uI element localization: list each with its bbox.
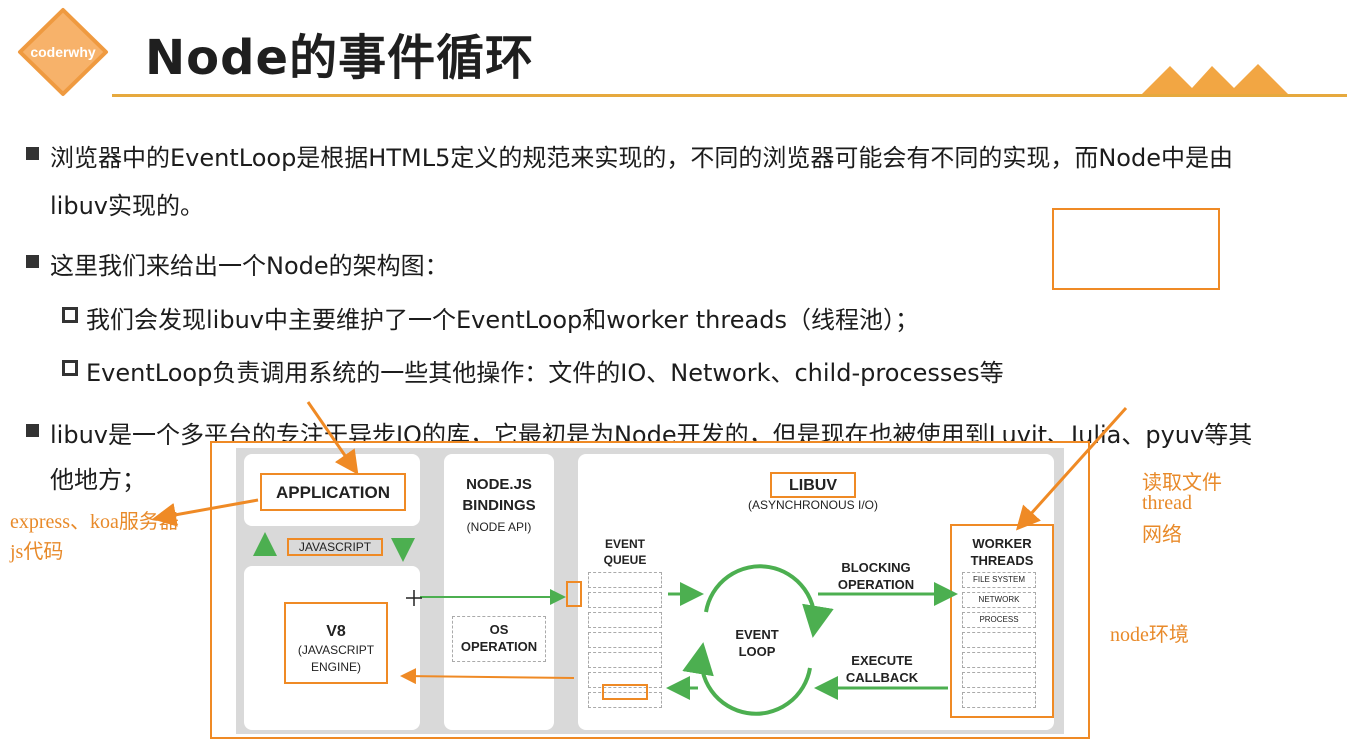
bindings-panel [444, 454, 554, 730]
worker-label-2: THREADS [970, 553, 1034, 568]
worker-slot [962, 652, 1036, 668]
annotation-empty-box [1052, 208, 1220, 290]
queue-exit-highlight [602, 684, 648, 700]
worker-slot [962, 632, 1036, 648]
os-operation-box [452, 616, 546, 662]
bullet-marker [26, 424, 39, 437]
annotation-network: 网络 [1142, 524, 1182, 546]
worker-file-system: FILE SYSTEM [962, 572, 1036, 588]
worker-slot [962, 672, 1036, 688]
annotation-express-koa: express、koa服务器 [10, 511, 179, 533]
sub-bullet-2: EventLoop负责调用系统的一些其他操作：文件的IO、Network、chi… [86, 359, 1004, 387]
event-queue-label-2: QUEUE [603, 553, 647, 567]
worker-label-1: WORKER [972, 536, 1032, 551]
event-queue-slot [588, 652, 662, 668]
worker-process: PROCESS [962, 612, 1036, 628]
annotation-node-env: node环境 [1110, 624, 1189, 646]
application-highlight [260, 473, 406, 511]
os-label-1: OS [489, 622, 509, 637]
libuv-label: LIBUV [789, 477, 837, 494]
bullet-marker [26, 255, 39, 268]
bullet-2: 这里我们来给出一个Node的架构图： [50, 252, 449, 280]
v8-highlight [284, 602, 388, 684]
annotation-read-file: 读取文件 [1142, 472, 1222, 494]
event-loop-label-2: LOOP [738, 644, 776, 659]
logo-text: coderwhy [30, 44, 96, 60]
sub-bullet-marker [62, 307, 78, 323]
javascript-highlight [287, 538, 383, 556]
bullet-marker [26, 147, 39, 160]
bullet-3-line-2: 他地方； [50, 466, 146, 494]
coderwhy-logo: coderwhy [14, 6, 112, 98]
event-loop-label-1: EVENT [735, 627, 779, 642]
libuv-sub: (ASYNCHRONOUS I/O) [747, 498, 878, 512]
v8-panel [244, 566, 420, 730]
page-title: Node的事件循环 [145, 30, 535, 86]
bullet-1-line-1: 浏览器中的EventLoop是根据HTML5定义的规范来实现的，不同的浏览器可能… [50, 144, 1233, 172]
event-queue-slot [588, 612, 662, 628]
bindings-label-1: NODE.JS [466, 476, 532, 493]
annotation-thread: thread [1142, 492, 1192, 514]
blocking-label-1: BLOCKING [841, 560, 911, 575]
v8-sub-1: (JAVASCRIPT [297, 643, 375, 657]
bullet-1-line-2: libuv实现的。 [50, 192, 204, 220]
libuv-highlight [770, 472, 856, 498]
event-queue-slot [588, 572, 662, 588]
mountains-decoration [1140, 64, 1290, 96]
v8-sub-2: ENGINE) [310, 660, 361, 674]
annotation-js-code: js代码 [10, 541, 64, 563]
os-label-2: OPERATION [460, 639, 538, 654]
execute-label-2: CALLBACK [845, 670, 919, 685]
event-queue-slot [588, 592, 662, 608]
blocking-label-2: OPERATION [837, 577, 915, 592]
event-queue-slot [588, 632, 662, 648]
event-queue-label-1: EVENT [604, 537, 645, 551]
application-label: APPLICATION [276, 483, 390, 502]
sub-bullet-marker [62, 360, 78, 376]
v8-label: V8 [326, 623, 346, 640]
event-queue-slot [588, 692, 662, 708]
worker-network: NETWORK [962, 592, 1036, 608]
worker-threads-highlight [950, 524, 1054, 718]
queue-entry-highlight [566, 581, 582, 607]
bindings-label-2: BINDINGS [462, 497, 536, 514]
execute-label-1: EXECUTE [851, 653, 913, 668]
sub-bullet-1: 我们会发现libuv中主要维护了一个EventLoop和worker threa… [86, 306, 919, 334]
worker-slot [962, 692, 1036, 708]
header-divider [112, 94, 1347, 97]
javascript-label: JAVASCRIPT [298, 540, 372, 554]
bindings-sub: (NODE API) [466, 520, 532, 534]
